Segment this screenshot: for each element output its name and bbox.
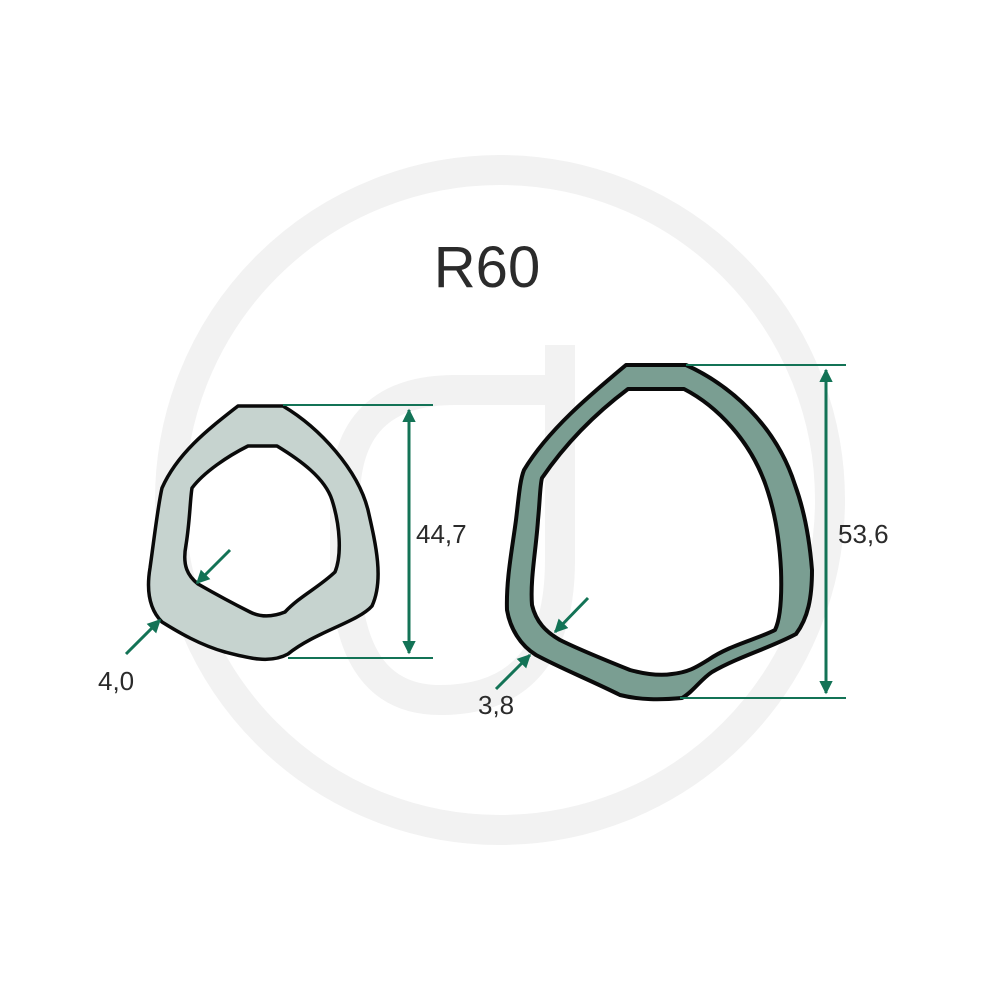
small-height-dimension: 44,7 <box>283 404 467 659</box>
large-height-label: 53,6 <box>838 519 889 549</box>
small-height-label: 44,7 <box>416 519 467 549</box>
large-wall-dimension: 3,8 <box>478 596 590 720</box>
large-wall-label: 3,8 <box>478 690 514 720</box>
profile-title: R60 <box>434 235 540 300</box>
large-height-dimension: 53,6 <box>680 364 889 699</box>
small-wall-label: 4,0 <box>98 666 134 696</box>
wall-arrow-outer <box>494 653 532 691</box>
wall-arrow-inner <box>195 548 232 585</box>
large-profile <box>504 363 814 702</box>
small-profile <box>146 404 380 662</box>
wall-arrow-outer <box>124 618 162 656</box>
wall-arrow-inner <box>553 596 590 634</box>
small-wall-dimension: 4,0 <box>98 548 232 696</box>
